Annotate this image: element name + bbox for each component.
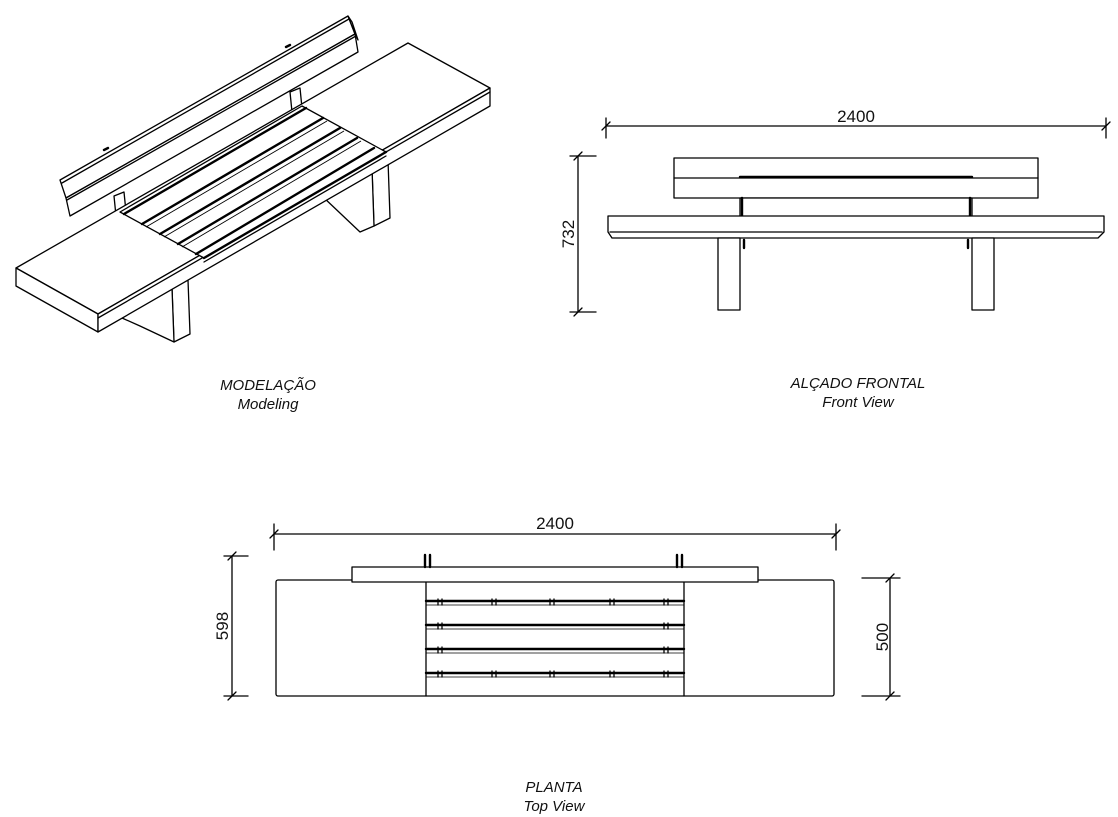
modeling-title-en: Modeling (237, 396, 299, 413)
iso-backrest (59, 15, 359, 217)
iso-right-leg (321, 159, 391, 233)
iso-seat-slats (119, 105, 388, 263)
plan-depth-total-dimension (223, 551, 249, 701)
front-width-label: 2400 (837, 107, 875, 126)
plan-depth-seat-dimension (861, 573, 901, 701)
modeling-title-pt: MODELAÇÃO (220, 377, 316, 394)
modeling-view (15, 15, 491, 343)
plan-depth-seat-label: 500 (873, 623, 892, 651)
plan-slab-outline (275, 579, 835, 697)
front-view: 2400 732 (559, 107, 1111, 317)
plan-caption: PLANTA Top View (404, 778, 704, 816)
plan-backrest (351, 553, 759, 583)
front-height-label: 732 (559, 220, 578, 248)
front-legs (717, 237, 995, 311)
plan-width-dimension (269, 523, 841, 551)
front-title-pt: ALÇADO FRONTAL (790, 375, 926, 392)
front-height-dimension (569, 151, 597, 317)
front-caption: ALÇADO FRONTAL Front View (708, 374, 1008, 412)
front-width-dimension (601, 117, 1111, 139)
plan-view: 2400 598 500 (213, 514, 901, 701)
front-top-slab (607, 215, 1105, 239)
plan-seat-slats (424, 598, 686, 678)
plan-title-en: Top View (523, 798, 585, 815)
front-title-en: Front View (822, 394, 894, 411)
modeling-caption: MODELAÇÃO Modeling (118, 376, 418, 414)
front-backrest (673, 157, 1039, 199)
plan-width-label: 2400 (536, 514, 574, 533)
plan-title-pt: PLANTA (525, 779, 583, 796)
plan-depth-total-label: 598 (213, 612, 232, 640)
